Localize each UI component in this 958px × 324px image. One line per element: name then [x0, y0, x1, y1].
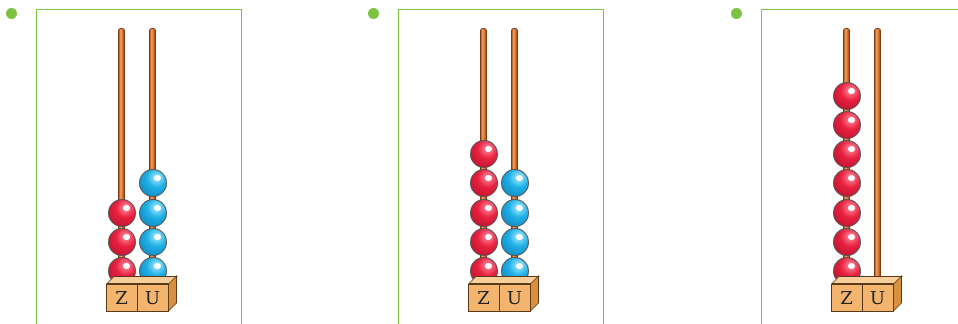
- base-top-face: [830, 276, 903, 284]
- tens-label-box: Z: [467, 284, 500, 312]
- base-top-face: [467, 276, 540, 284]
- units-bead: [138, 169, 167, 198]
- tens-bead: [832, 169, 861, 198]
- exercise-bullet: [731, 8, 742, 19]
- tens-bead: [107, 227, 136, 256]
- tens-bead: [832, 111, 861, 139]
- exercise-bullet: [6, 8, 17, 19]
- tens-bead: [832, 140, 861, 169]
- tens-bead: [469, 227, 498, 256]
- exercise-bullet: [368, 8, 379, 19]
- tens-label-box: Z: [105, 284, 138, 312]
- tens-bead: [469, 198, 498, 227]
- units-label-box: U: [861, 284, 894, 312]
- units-bead: [138, 198, 167, 227]
- base-top-face: [105, 276, 178, 284]
- tens-bead: [832, 198, 861, 227]
- units-bead: [138, 227, 167, 256]
- tens-bead: [832, 227, 861, 256]
- units-rod: [874, 28, 881, 286]
- units-bead: [500, 227, 529, 256]
- tens-bead: [107, 198, 136, 227]
- units-label-box: U: [136, 284, 169, 312]
- units-bead: [500, 169, 529, 198]
- units-label-box: U: [498, 284, 531, 312]
- tens-bead: [832, 81, 861, 110]
- units-bead: [500, 198, 529, 227]
- tens-bead: [469, 140, 498, 169]
- tens-bead: [469, 169, 498, 198]
- tens-label-box: Z: [830, 284, 863, 312]
